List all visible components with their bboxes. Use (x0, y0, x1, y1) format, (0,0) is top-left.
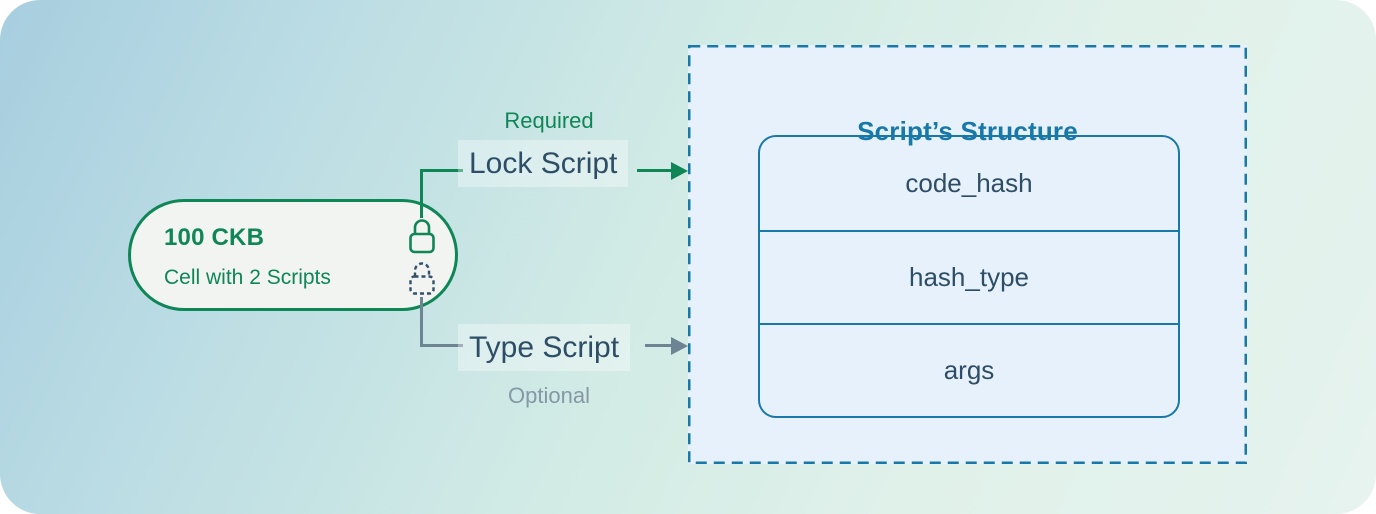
lock-script-arrowhead-icon (671, 162, 688, 180)
type-script-connector-vertical (420, 297, 423, 346)
lock-script-arrow-line (637, 169, 673, 172)
cell-capsule: 100 CKB Cell with 2 Scripts (128, 199, 458, 311)
solid-lock-icon (409, 219, 435, 254)
cell-amount: 100 CKB (164, 224, 265, 251)
lock-script-label: Lock Script (458, 140, 629, 187)
script-structure-title: Script’s Structure (857, 116, 1078, 146)
lock-script-connector-vertical (420, 170, 423, 218)
field-row-args: args (760, 323, 1178, 416)
script-structure-dashed-border (688, 45, 1247, 464)
field-row-hash-type: hash_type (760, 230, 1178, 323)
dashed-lock-icon (409, 262, 435, 295)
optional-annotation: Optional (508, 383, 590, 408)
type-script-arrowhead-icon (671, 337, 688, 355)
type-script-label: Type Script (458, 324, 631, 371)
type-script-connector-horizontal (420, 344, 463, 347)
type-script-arrow-line (645, 344, 673, 347)
field-row-code-hash: code_hash (905, 168, 1033, 198)
script-fields-table: code_hash hash_type args (758, 135, 1180, 418)
lock-script-connector-horizontal (420, 169, 463, 172)
cell-label: Cell with 2 Scripts (164, 266, 331, 289)
script-structure-panel: Script’s Structure code_hash hash_type a… (688, 45, 1247, 464)
required-annotation: Required (504, 108, 594, 133)
